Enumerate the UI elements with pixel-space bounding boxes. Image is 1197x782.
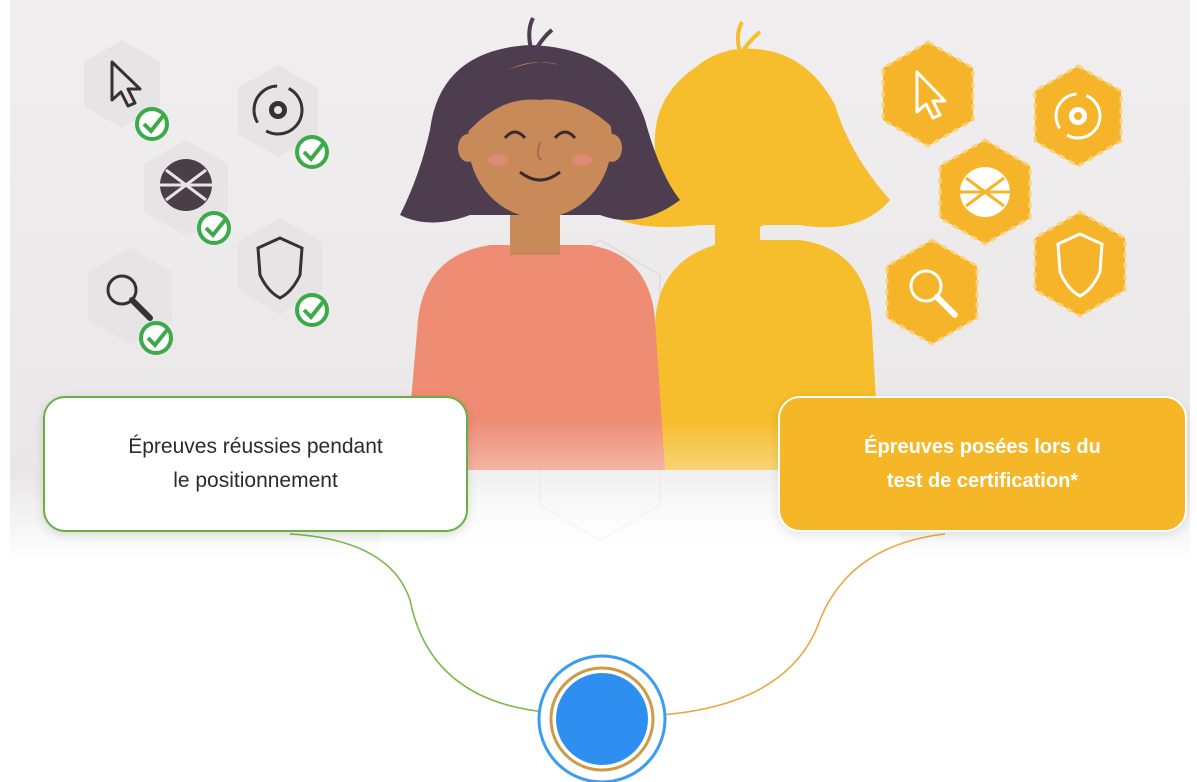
check-circle-icon xyxy=(197,211,231,245)
card-positioning-passed: Épreuves réussies pendant le positionnem… xyxy=(43,396,468,532)
check-circle-icon xyxy=(135,107,169,141)
connector-right xyxy=(659,533,946,716)
center-node[interactable] xyxy=(537,654,667,782)
check-circle-icon xyxy=(295,135,329,169)
shield-icon xyxy=(1033,210,1127,318)
globe-icon xyxy=(144,140,228,236)
globe-icon xyxy=(938,138,1032,246)
check-circle-icon xyxy=(139,321,173,355)
card-right-line2: test de certification* xyxy=(886,470,1079,492)
card-certification-test: Épreuves posées lors du test de certific… xyxy=(778,396,1187,532)
card-right-line1: Épreuves posées lors du xyxy=(864,436,1101,458)
card-left-line1: Épreuves réussies pendant xyxy=(128,435,383,458)
right-icon-group xyxy=(881,40,1127,346)
search-icon xyxy=(885,238,979,346)
settings-sync-icon xyxy=(238,65,318,157)
search-icon xyxy=(88,248,172,344)
shield-icon xyxy=(238,218,322,314)
connector-left xyxy=(289,533,546,713)
check-circle-icon xyxy=(295,293,329,327)
cursor-icon xyxy=(84,40,160,128)
cursor-icon xyxy=(881,40,975,148)
left-icon-group xyxy=(84,40,329,355)
card-left-line2: le positionnement xyxy=(173,469,338,492)
settings-sync-icon xyxy=(1033,64,1123,168)
girl-figure xyxy=(400,17,680,470)
